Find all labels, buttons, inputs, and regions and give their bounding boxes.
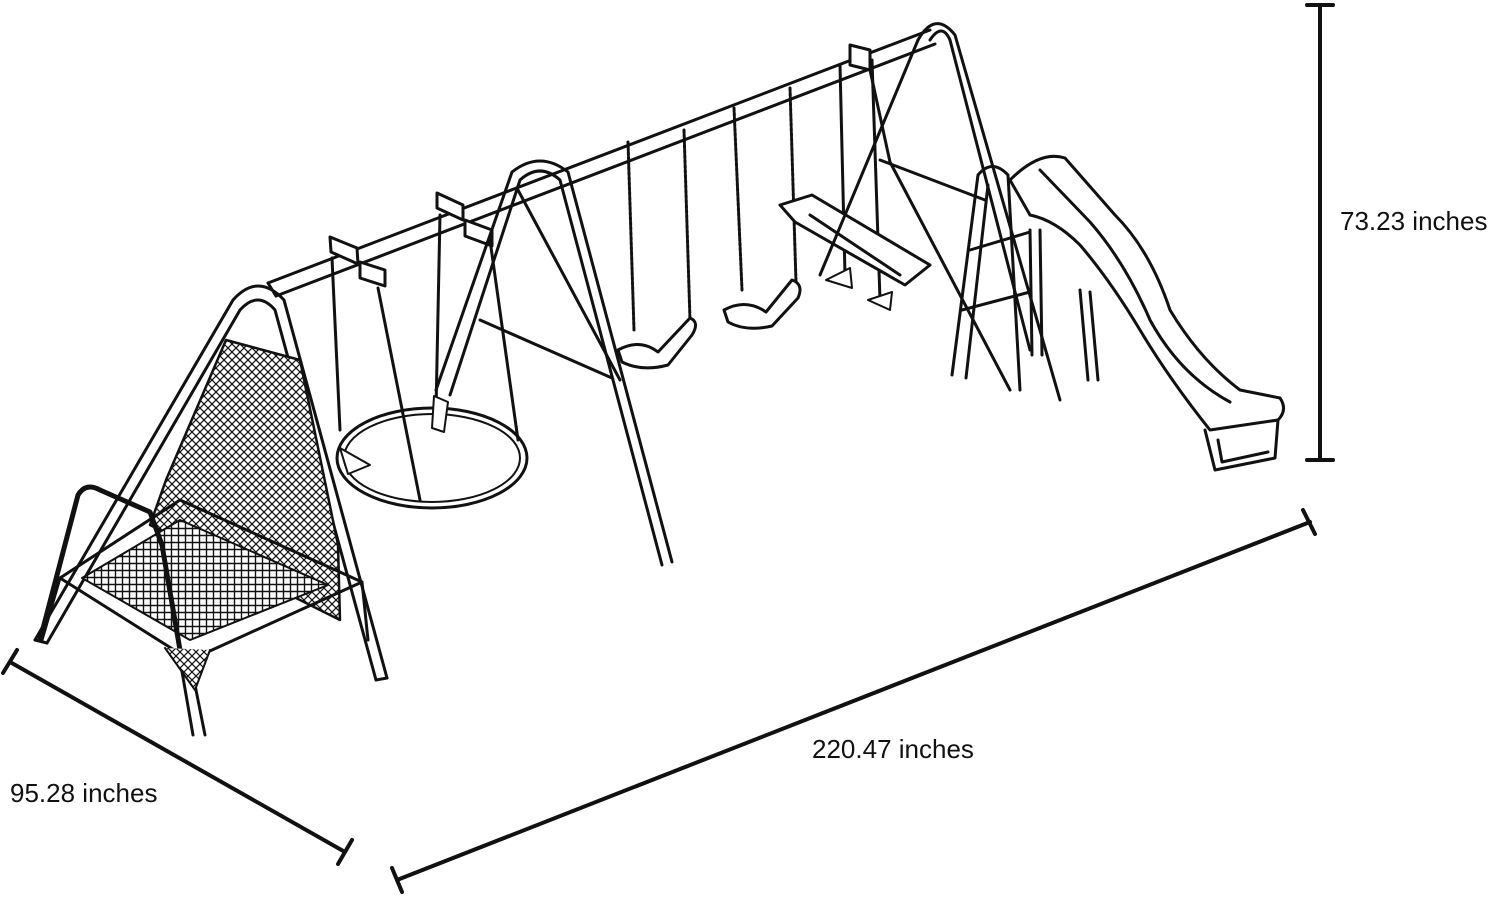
depth-dimension-label: 95.28 inches <box>10 778 158 808</box>
trampoline <box>37 484 370 737</box>
height-dimension-label: 73.23 inches <box>1340 206 1488 236</box>
wave-slide <box>1008 154 1285 472</box>
belt-swing-1 <box>616 128 697 370</box>
slide-ladder <box>950 165 1044 392</box>
beam-brackets <box>328 43 872 288</box>
saucer-swing <box>330 213 529 510</box>
width-dimension-label: 220.47 inches <box>812 734 974 764</box>
middle-a-frame <box>434 159 674 567</box>
glider-swing <box>778 58 932 311</box>
right-a-frame <box>818 22 1062 402</box>
belt-swing-2 <box>722 86 802 330</box>
width-dimension-line <box>395 520 1312 882</box>
top-beam <box>266 28 937 298</box>
depth-dimension-line <box>8 660 347 854</box>
dimension-lines <box>1 3 1335 894</box>
